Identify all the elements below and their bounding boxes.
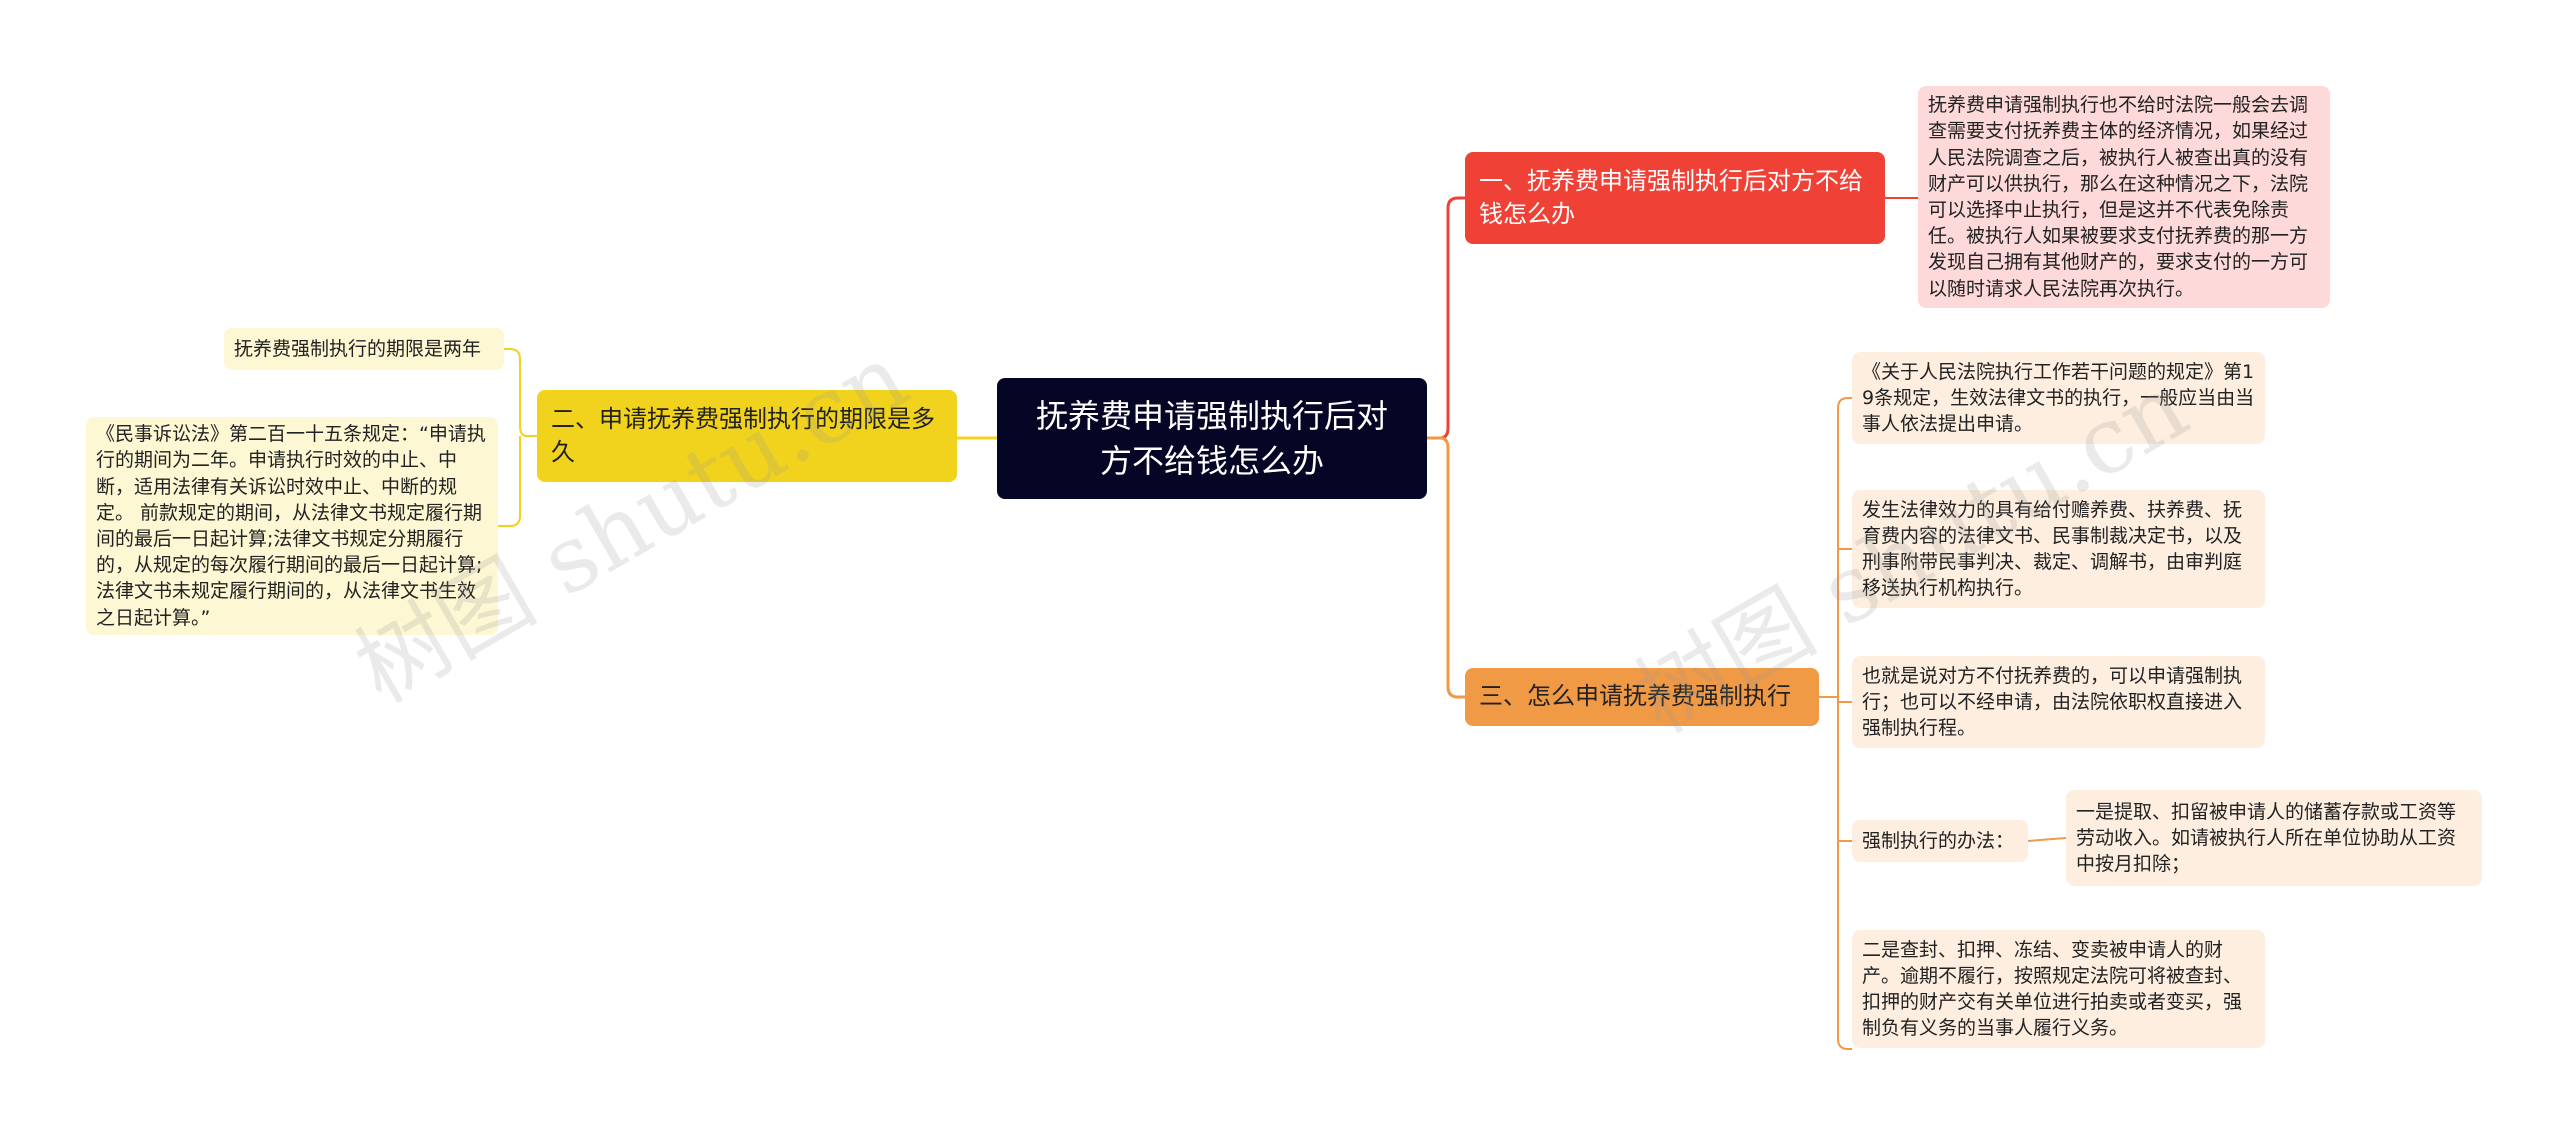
- branch-3-leaf-1[interactable]: 《关于人民法院执行工作若干问题的规定》第19条规定，生效法律文书的执行，一般应当…: [1852, 352, 2265, 444]
- branch-2-topic[interactable]: 二、申请抚养费强制执行的期限是多久: [537, 390, 957, 482]
- link-root-branch3: [1427, 436, 1465, 699]
- branch-3-leaf-5[interactable]: 二是查封、扣押、冻结、变卖被申请人的财产。逾期不履行，按照规定法院可将被查封、扣…: [1852, 930, 2265, 1048]
- link-branch3-leaves: [1819, 397, 1852, 1050]
- branch-2-leaf-2[interactable]: 《民事诉讼法》第二百一十五条规定：“申请执行的期间为二年。申请执行时效的中止、中…: [86, 417, 498, 635]
- branch-3-leaf-2[interactable]: 发生法律效力的具有给付赡养费、扶养费、抚育费内容的法律文书、民事制裁决定书，以及…: [1852, 490, 2265, 608]
- leaf-text: 《关于人民法院执行工作若干问题的规定》第19条规定，生效法律文书的执行，一般应当…: [1862, 360, 2255, 436]
- branch-1-label: 一、抚养费申请强制执行后对方不给钱怎么办: [1479, 166, 1863, 228]
- branch-2-leaf-1[interactable]: 抚养费强制执行的期限是两年: [224, 328, 504, 370]
- leaf-text: 发生法律效力的具有给付赡养费、扶养费、抚育费内容的法律文书、民事制裁决定书，以及…: [1862, 498, 2243, 600]
- link-branch2-leaves: [498, 348, 537, 527]
- leaf-text: 一是提取、扣留被申请人的储蓄存款或工资等劳动收入。如请被执行人所在单位协助从工资…: [2076, 800, 2457, 876]
- branch-3-topic[interactable]: 三、怎么申请抚养费强制执行: [1465, 668, 1819, 726]
- branch-3-leaf-4[interactable]: 强制执行的办法：: [1852, 820, 2028, 862]
- root-topic[interactable]: 抚养费申请强制执行后对方不给钱怎么办: [997, 378, 1427, 499]
- branch-1-leaf[interactable]: 抚养费申请强制执行也不给时法院一般会去调查需要支付抚养费主体的经济情况，如果经过…: [1918, 86, 2330, 308]
- leaf-text: 二是查封、扣押、冻结、变卖被申请人的财产。逾期不履行，按照规定法院可将被查封、扣…: [1862, 938, 2243, 1040]
- leaf-text: 抚养费申请强制执行也不给时法院一般会去调查需要支付抚养费主体的经济情况，如果经过…: [1928, 94, 2309, 300]
- link-root-branch1: [1427, 196, 1465, 440]
- branch-3-label: 三、怎么申请抚养费强制执行: [1479, 682, 1791, 711]
- leaf-text: 强制执行的办法：: [1862, 829, 2015, 852]
- branch-1-topic[interactable]: 一、抚养费申请强制执行后对方不给钱怎么办: [1465, 152, 1885, 244]
- link-method-detail: [2027, 837, 2067, 842]
- branch-3-leaf-4-child[interactable]: 一是提取、扣留被申请人的储蓄存款或工资等劳动收入。如请被执行人所在单位协助从工资…: [2066, 790, 2482, 886]
- leaf-text: 抚养费强制执行的期限是两年: [234, 337, 482, 360]
- root-topic-label: 抚养费申请强制执行后对方不给钱怎么办: [1035, 397, 1388, 480]
- leaf-text: 也就是说对方不付抚养费的，可以申请强制执行；也可以不经申请，由法院依职权直接进入…: [1862, 664, 2243, 740]
- leaf-text: 《民事诉讼法》第二百一十五条规定：“申请执行的期间为二年。申请执行时效的中止、中…: [96, 423, 486, 629]
- branch-3-leaf-3[interactable]: 也就是说对方不付抚养费的，可以申请强制执行；也可以不经申请，由法院依职权直接进入…: [1852, 656, 2265, 748]
- branch-2-label: 二、申请抚养费强制执行的期限是多久: [551, 404, 935, 466]
